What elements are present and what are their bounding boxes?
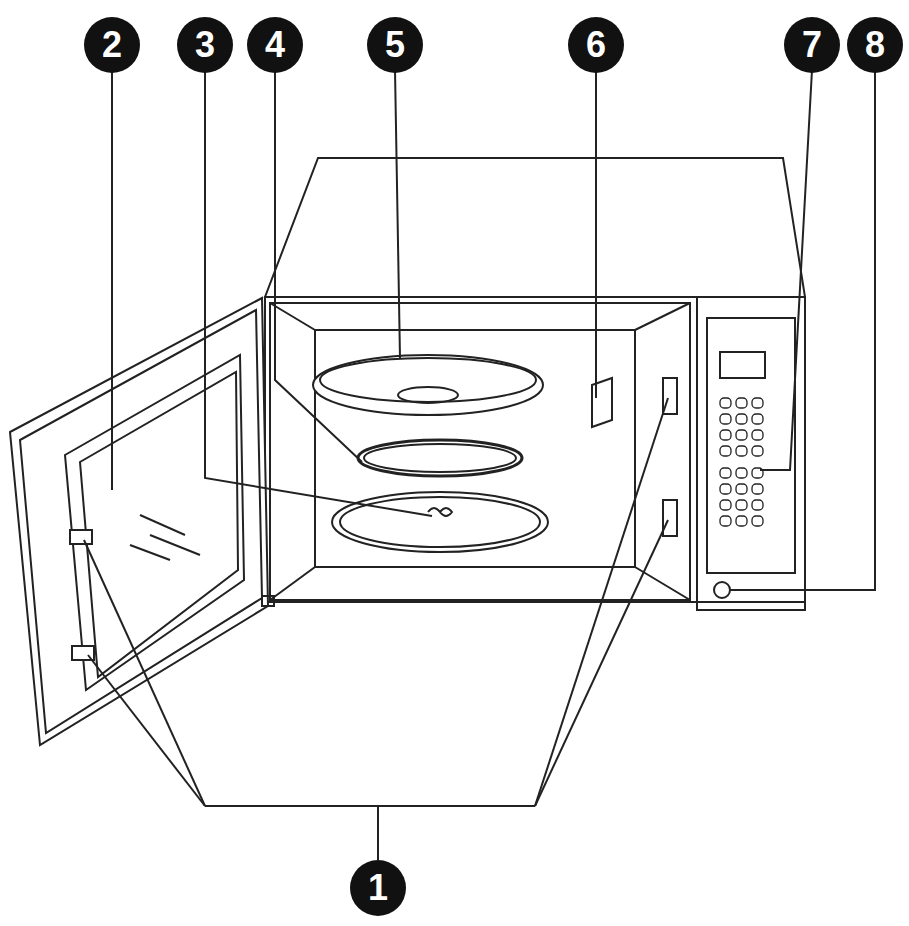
callout-number: 6 (568, 17, 624, 73)
callout-number: 8 (847, 17, 903, 73)
callout-number: 4 (247, 17, 303, 73)
keypad-key (752, 516, 763, 526)
keypad-key (720, 484, 731, 494)
keypad-key (752, 414, 763, 424)
keypad-key (736, 516, 747, 526)
keypad-key (720, 398, 731, 408)
callout-number: 7 (784, 17, 840, 73)
keypad-key (752, 398, 763, 408)
keypad-key (720, 446, 731, 456)
keypad-key (752, 446, 763, 456)
keypad-key (720, 516, 731, 526)
keypad-key (720, 430, 731, 440)
keypad-key (720, 468, 731, 478)
callout-number: 5 (367, 17, 423, 73)
keypad-key (720, 500, 731, 510)
keypad-key (752, 500, 763, 510)
keypad-key (736, 446, 747, 456)
keypad-key (752, 430, 763, 440)
callout-number: 3 (177, 17, 233, 73)
keypad-key (736, 414, 747, 424)
callout-number: 2 (84, 17, 140, 73)
keypad-key (736, 398, 747, 408)
keypad-key (736, 430, 747, 440)
keypad-key (720, 414, 731, 424)
callout-number: 1 (350, 860, 406, 916)
keypad-key (736, 484, 747, 494)
keypad-key (736, 468, 747, 478)
keypad-key (752, 484, 763, 494)
keypad-key (736, 500, 747, 510)
